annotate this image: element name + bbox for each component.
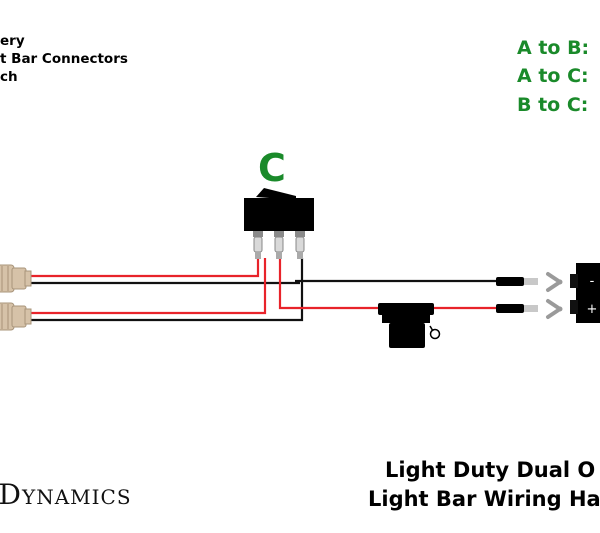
- brand-logo: de Dynamics: [0, 478, 132, 511]
- rocker-switch-icon: [244, 188, 314, 259]
- diagram-title-line-1: Light Duty Dual O: [385, 458, 596, 482]
- connection-label-b-to-c: B to C:: [517, 94, 589, 116]
- battery-positive-terminal: +: [587, 302, 598, 317]
- wire-upper-positive: [30, 258, 260, 278]
- wire-lower-positive: [30, 258, 267, 315]
- legend-item-light-bar-connectors: t Bar Connectors: [0, 51, 128, 67]
- battery-icon: - +: [570, 263, 600, 323]
- light-bar-connector-icon: [0, 302, 32, 331]
- connection-label-a-to-c: A to C:: [517, 65, 589, 87]
- legend-item-battery: ery: [0, 33, 25, 49]
- ring-terminal-icon: [496, 272, 563, 292]
- light-bar-connector-icon: [0, 264, 32, 293]
- connection-label-a-to-b: A to B:: [517, 37, 590, 59]
- inline-fuse-holder-icon: [378, 303, 441, 348]
- ring-terminal-icon: [496, 299, 563, 319]
- legend-item-switch: ch: [0, 69, 18, 85]
- diagram-title-line-2: Light Bar Wiring Ha: [368, 487, 600, 511]
- wire-main-positive: [278, 258, 520, 310]
- battery-negative-terminal: -: [590, 274, 595, 289]
- switch-label: C: [258, 146, 286, 190]
- wire-lower-negative: [30, 258, 304, 322]
